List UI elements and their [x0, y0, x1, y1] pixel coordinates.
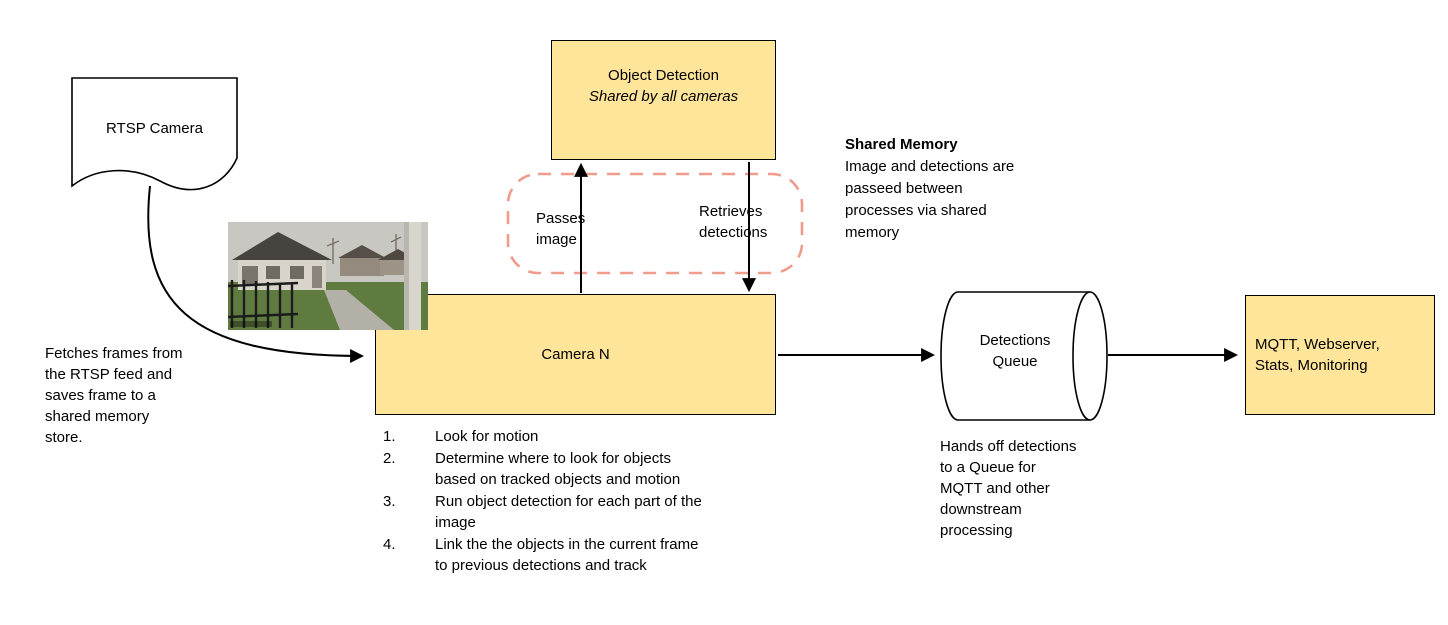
- rtsp-to-camera-arrow: [147, 185, 365, 363]
- outputs-label: MQTT, Webserver, Stats, Monitoring: [1255, 336, 1380, 374]
- queue-handoff-note: Hands off detections to a Queue for MQTT…: [940, 438, 1077, 539]
- detections-queue-label: Detections Queue: [979, 332, 1051, 370]
- camera-step-text: Look for motion: [435, 428, 539, 445]
- shared-memory-body: Image and detections are passeed between…: [845, 158, 1015, 241]
- object-detection-node: Object Detection Shared by all cameras: [551, 40, 776, 160]
- camera-step-number: 3.: [383, 492, 396, 510]
- detections-queue-cylinder: [940, 291, 1108, 421]
- passes-image-label: Passes image: [536, 210, 586, 248]
- camera-step: 2. Determine where to look for objects b…: [383, 448, 763, 491]
- camera-n-label: Camera N: [541, 346, 610, 363]
- shared-memory-dashed-region: [506, 172, 804, 275]
- camera-step: 4. Link the the objects in the current f…: [383, 534, 763, 577]
- shared-memory-title: Shared Memory: [845, 136, 958, 153]
- rtsp-camera-tape-shape: [71, 77, 238, 191]
- camera-step: 3. Run object detection for each part of…: [383, 491, 763, 534]
- fetch-frames-note: Fetches frames from the RTSP feed and sa…: [45, 345, 183, 446]
- object-detection-title: Object Detection: [608, 67, 719, 84]
- object-detection-subtitle: Shared by all cameras: [588, 88, 739, 105]
- camera-step-text: Run object detection for each part of th…: [435, 492, 702, 532]
- camera-step: 1. Look for motion: [383, 426, 763, 448]
- camera-steps-list: 1. Look for motion 2. Determine where to…: [383, 426, 763, 577]
- outputs-node: MQTT, Webserver, Stats, Monitoring: [1245, 295, 1435, 415]
- rtsp-camera-label: RTSP Camera: [106, 120, 203, 137]
- camera-step-number: 2.: [383, 449, 396, 467]
- camera-n-node: Camera N: [375, 294, 776, 415]
- shared-memory-note: Shared Memory Image and detections are p…: [845, 134, 1070, 244]
- retrieves-detections-label: Retrieves detections: [699, 203, 768, 241]
- camera-step-number: 1.: [383, 428, 396, 445]
- camera-step-number: 4.: [383, 535, 396, 553]
- camera-snapshot-image: [228, 222, 428, 330]
- camera-step-text: Link the the objects in the current fram…: [435, 535, 699, 575]
- camera-step-text: Determine where to look for objects base…: [435, 449, 681, 489]
